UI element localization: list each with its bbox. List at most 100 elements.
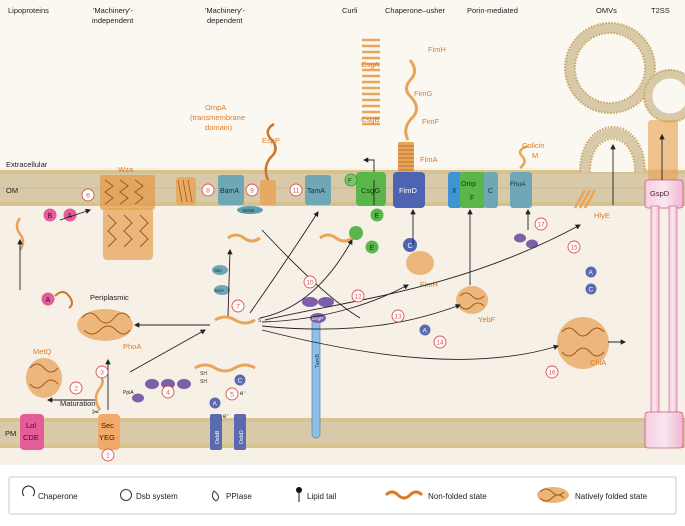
label-sh-1: SH — [200, 371, 207, 377]
label-dsba-1: A — [423, 328, 428, 335]
csgf-subunit — [344, 173, 358, 187]
label-fimh-top: FimH — [428, 45, 446, 54]
label-yebf: YebF — [478, 315, 496, 324]
header-machinery-independent-2: independent — [92, 16, 134, 25]
step-circle-7 — [231, 299, 245, 313]
step-circle-13 — [391, 309, 405, 323]
dsba-periplasm — [419, 324, 431, 336]
label-dsba-2: A — [589, 270, 594, 277]
header-machinery-dependent-2: dependent — [207, 16, 243, 25]
label-hlye: HlyE — [594, 211, 610, 220]
label-om: OM — [6, 186, 18, 195]
header-machinery-dependent-1: 'Machinery'- — [205, 6, 245, 15]
step-label-5: 5 — [230, 392, 234, 399]
step-label-15: 15 — [570, 245, 578, 252]
scissors-icon: ✂ — [92, 407, 100, 417]
fimh-fimc-complex — [403, 238, 434, 275]
label-fimd: FimD — [399, 186, 417, 195]
header-porin: Porin-mediated — [467, 6, 518, 15]
step-circle-6 — [81, 188, 95, 202]
fima-rod — [398, 142, 414, 174]
step-circle-12 — [351, 289, 365, 303]
espp-autotransporter — [260, 122, 277, 205]
label-metq: MetQ — [33, 347, 52, 356]
step-label-13: 13 — [394, 314, 402, 321]
step-circle-1 — [101, 448, 115, 462]
chaperone-cluster-sec — [132, 379, 191, 403]
label-ompa-3: domain) — [205, 123, 233, 132]
step-circle-4 — [161, 385, 175, 399]
curli-fibre — [362, 38, 380, 126]
wza-complex — [100, 175, 155, 260]
header-curli: Curli — [342, 6, 358, 15]
folded-legend-icon — [537, 487, 569, 503]
label-gspd: GspD — [650, 189, 670, 198]
label-colicin-1: Colicin — [522, 141, 545, 150]
ompa-barrel — [176, 177, 196, 205]
step-circle-8 — [201, 183, 215, 197]
label-skp: Skp — [214, 268, 222, 273]
label-periplasmic: Periplasmic — [90, 293, 129, 302]
legend-chaperone: Chaperone — [38, 492, 78, 501]
bama-barrel — [218, 175, 244, 205]
label-dsbc-1: C — [589, 287, 594, 294]
lipoprotein-b — [43, 208, 57, 222]
label-ompa-2: (transmembrane — [190, 113, 245, 122]
step-circle-2 — [69, 381, 83, 395]
chaperone-legend-icon — [21, 485, 36, 497]
label-ompc: C — [488, 188, 493, 195]
label-sec-2: YEG — [99, 433, 115, 442]
chaperone-cluster-mid — [212, 265, 230, 295]
chaperone-cluster-colicin — [514, 233, 538, 249]
step-circle-16 — [545, 365, 559, 379]
label-fimc: C — [408, 243, 413, 250]
step-label-14: 14 — [436, 340, 444, 347]
label-colicin-2: M — [532, 151, 538, 160]
dsbc-right — [585, 283, 597, 295]
column-headers: Lipoproteins 'Machinery'- independent 'M… — [8, 6, 670, 25]
pathway-arrows — [17, 133, 665, 410]
unfolded-chains — [15, 217, 353, 411]
label-pm: PM — [5, 429, 16, 438]
label-bama: BamA — [220, 188, 239, 195]
label-tama: TamA — [307, 188, 325, 195]
label-csgf: F — [348, 178, 352, 185]
lipoprotein-a-periplasm — [41, 292, 55, 306]
label-dsbb: DsbB — [215, 430, 221, 444]
label-maturation: Maturation — [60, 399, 95, 408]
label-csgb: CsgB — [361, 115, 379, 124]
fhua-transporter — [510, 172, 532, 208]
legend-lipid: Lipid tail — [307, 492, 337, 501]
label-csgg: CsgG — [361, 186, 380, 195]
csge-periplasm — [365, 240, 379, 254]
label-lipo-a-peri: A — [46, 297, 51, 304]
legend-folded: Natively folded state — [575, 492, 648, 501]
bcde-lipoproteins — [237, 206, 263, 214]
nonfolded-legend-icon — [384, 490, 424, 500]
label-dsbd: DsbD — [239, 430, 245, 444]
label-s-1: S — [258, 318, 262, 324]
label-csge-peri: E — [370, 245, 375, 252]
label-ompf: F — [470, 195, 474, 202]
step-circle-9 — [245, 183, 259, 197]
label-fimg: FimG — [414, 89, 432, 98]
label-fhua: FhuA — [510, 181, 526, 188]
dsbc-left — [234, 374, 246, 386]
fim-tip-filament — [404, 59, 418, 141]
label-sec-1: Sec — [101, 421, 114, 430]
ompc-porin — [484, 172, 498, 208]
step-label-10: 10 — [306, 280, 314, 287]
header-lipoproteins: Lipoproteins — [8, 6, 49, 15]
step-label-1: 1 — [106, 453, 110, 460]
secyeg-translocon — [98, 414, 120, 450]
legend-nonfolded: Non-folded state — [428, 492, 487, 501]
omv-vesicle-2 — [643, 69, 685, 123]
label-ompa-1: OmpA — [205, 103, 226, 112]
colicin-m — [518, 144, 529, 169]
lolcde-complex — [20, 414, 44, 450]
label-lol-1: Lol — [26, 421, 36, 430]
dsb-legend-icon — [120, 489, 132, 501]
